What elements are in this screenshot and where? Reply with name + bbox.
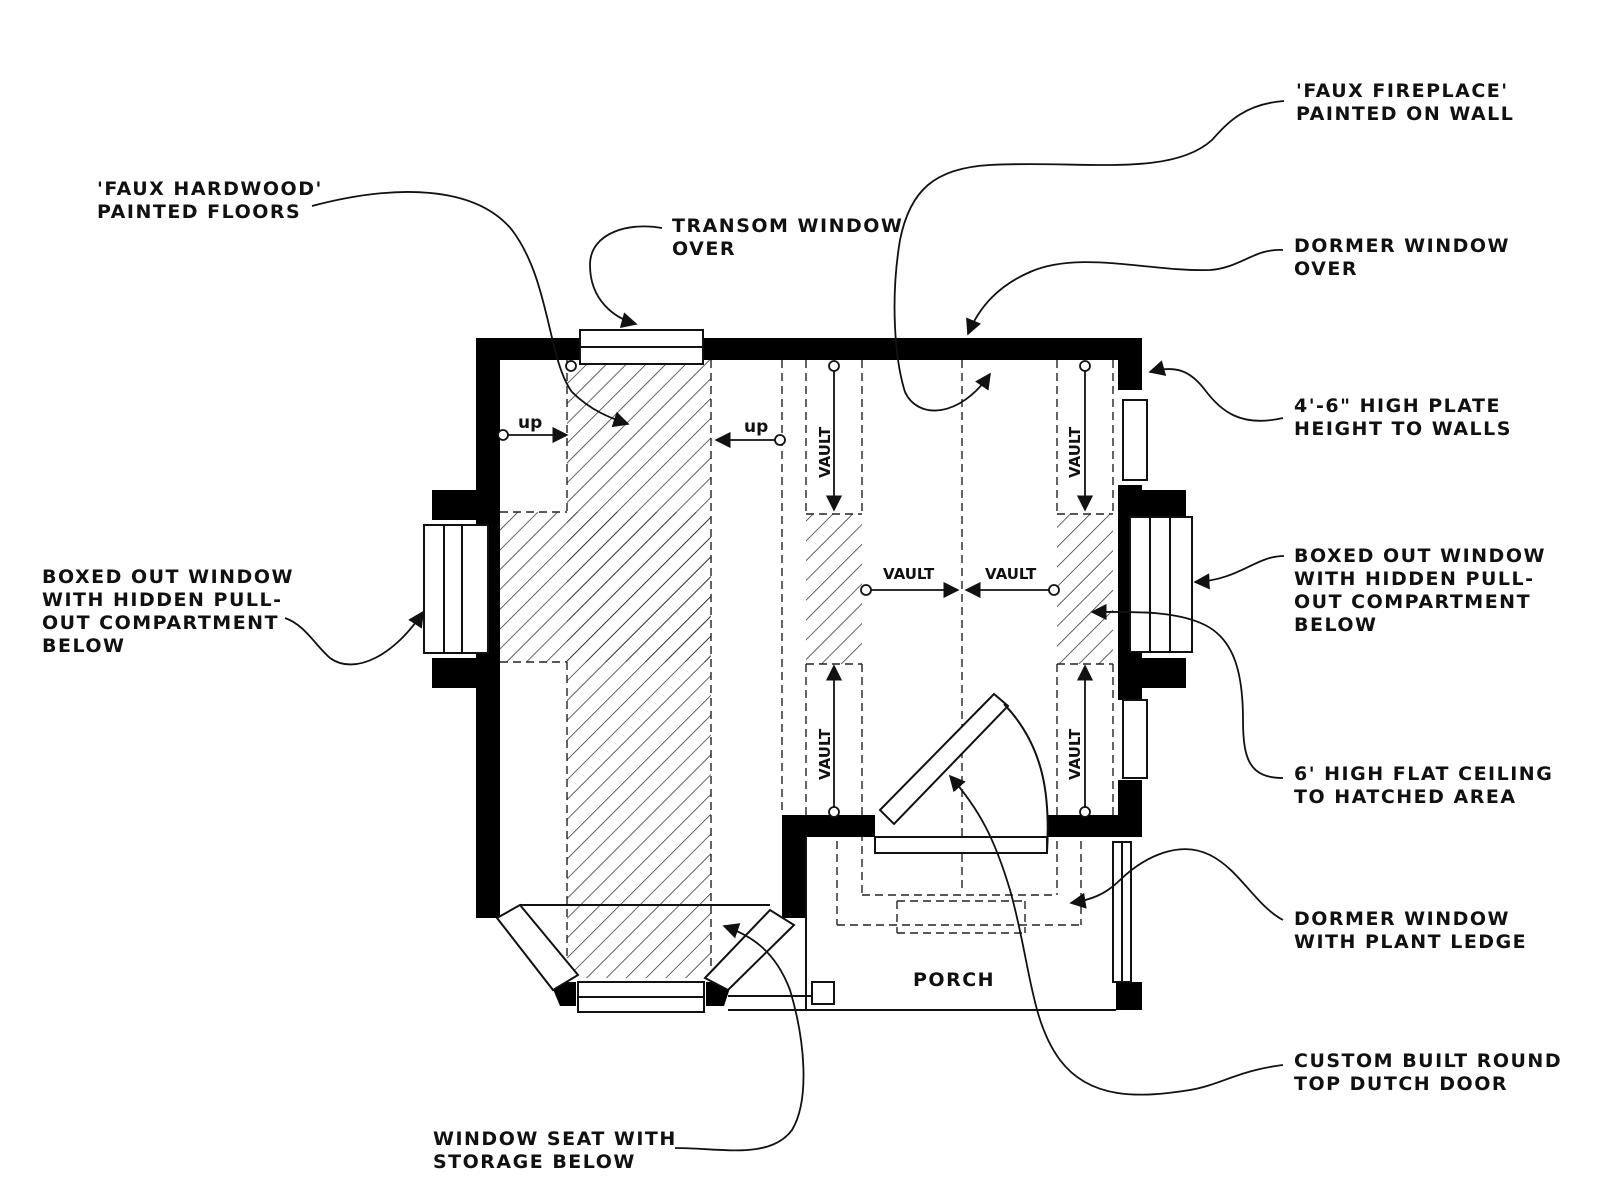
up-label-right: up [744,417,768,437]
vault-label-6: VAULT [985,565,1037,583]
label-line: OUT COMPARTMENT [42,612,280,634]
leader-transom [589,225,663,328]
label-plate-height: 4'-6" HIGH PLATE HEIGHT TO WALLS [1294,395,1512,441]
porch-outline [520,837,1116,1011]
label-window-seat: WINDOW SEAT WITH STORAGE BELOW [433,1128,677,1174]
leader-window-seat [674,923,805,1152]
label-boxed-window-right: BOXED OUT WINDOW WITH HIDDEN PULL- OUT C… [1294,545,1546,637]
leader-faux-fireplace [893,100,1285,412]
label-line: WITH HIDDEN PULL- [1294,568,1535,590]
label-line: DORMER WINDOW [1294,908,1510,930]
label-line: HEIGHT TO WALLS [1294,418,1512,440]
label-line: STORAGE BELOW [433,1151,636,1173]
wall-left-bump-top [432,490,500,520]
label-faux-hardwood: 'FAUX HARDWOOD' PAINTED FLOORS [97,178,323,224]
label-line: OUT COMPARTMENT [1294,591,1532,613]
label-line: PAINTED FLOORS [97,201,302,223]
wall-inner-horizontal-left [782,815,875,837]
vault-label-4: VAULT [1066,728,1084,780]
label-line: WITH HIDDEN PULL- [42,589,283,611]
bay-window-right [703,908,796,992]
left-boxed-window [423,524,489,654]
wall-top [476,338,1142,360]
label-boxed-window-left: BOXED OUT WINDOW WITH HIDDEN PULL- OUT C… [42,566,294,658]
hatch-right-cross [1057,514,1113,664]
wall-left-bump-bottom [432,658,500,688]
label-line: BOXED OUT WINDOW [1294,545,1546,567]
right-boxed-window [1129,516,1193,653]
label-line: BELOW [1294,614,1378,636]
wall-inner-horizontal-right [1047,815,1142,837]
label-line: WITH PLANT LEDGE [1294,931,1528,953]
right-upper-window [1122,399,1148,481]
leader-boxed-left [284,610,424,666]
label-flat-ceiling: 6' HIGH FLAT CEILING TO HATCHED AREA [1294,763,1553,809]
door-sill [874,836,1048,854]
label-line: TOP DUTCH DOOR [1294,1073,1508,1095]
door-leaf [878,692,1010,826]
hatched-floor-areas [500,360,1113,978]
label-faux-fireplace: 'FAUX FIREPLACE' PAINTED ON WALL [1296,80,1514,126]
vault-label-3: VAULT [1066,426,1084,478]
hatch-center-strip [567,360,711,978]
interior-labels: up up VAULT VAULT VAULT VAULT VAULT VAUL… [518,413,1084,991]
label-line: 'FAUX FIREPLACE' [1296,80,1509,102]
leader-faux-hardwood [311,191,630,428]
porch-post-box [811,981,835,1005]
label-line: CUSTOM BUILT ROUND [1294,1050,1563,1072]
label-line: PAINTED ON WALL [1296,103,1515,125]
wall-right-upper [1118,338,1142,390]
door-swing-arc [1003,703,1049,853]
label-line: 4'-6" HIGH PLATE [1294,395,1501,417]
label-line: OVER [1294,258,1358,280]
interior-arrows [497,360,1094,818]
wall-right-bump-bottom [1118,658,1186,688]
porch-label: PORCH [913,969,995,991]
label-line: TO HATCHED AREA [1294,786,1517,808]
windows [423,329,1193,1013]
label-dormer-plant-ledge: DORMER WINDOW WITH PLANT LEDGE [1294,908,1527,954]
label-dormer-window-over: DORMER WINDOW OVER [1294,235,1510,281]
leader-dormer-ledge [1069,848,1284,921]
vault-label-1: VAULT [816,426,834,478]
leader-dormer-over [966,249,1284,336]
label-line: WINDOW SEAT WITH [433,1128,677,1150]
label-dutch-door: CUSTOM BUILT ROUND TOP DUTCH DOOR [1294,1050,1562,1096]
wall-porch-post [1116,982,1142,1010]
hatch-mid-cross [806,514,862,664]
leader-flat-ceiling [1090,603,1284,779]
up-label-left: up [518,413,542,433]
dashed-lines [500,360,1114,978]
vault-label-5: VAULT [883,565,935,583]
label-transom-window: TRANSOM WINDOW OVER [672,215,903,261]
label-line: 6' HIGH FLAT CEILING [1294,763,1554,785]
wall-right-bump-top [1118,490,1186,520]
vault-label-2: VAULT [816,728,834,780]
leader-boxed-right [1193,555,1285,590]
label-line: BELOW [42,635,126,657]
right-lower-window [1122,699,1148,779]
label-line: OVER [672,238,736,260]
label-line: BOXED OUT WINDOW [42,566,294,588]
hatch-left-cross [500,512,711,662]
label-line: TRANSOM WINDOW [672,215,904,237]
leader-dutch-door [948,774,1284,1096]
leader-lines [284,100,1285,1152]
dutch-door [874,692,1049,854]
bay-window-left [495,903,580,992]
label-line: DORMER WINDOW [1294,235,1510,257]
label-line: 'FAUX HARDWOOD' [97,178,323,200]
leader-plate-height [1148,360,1284,422]
